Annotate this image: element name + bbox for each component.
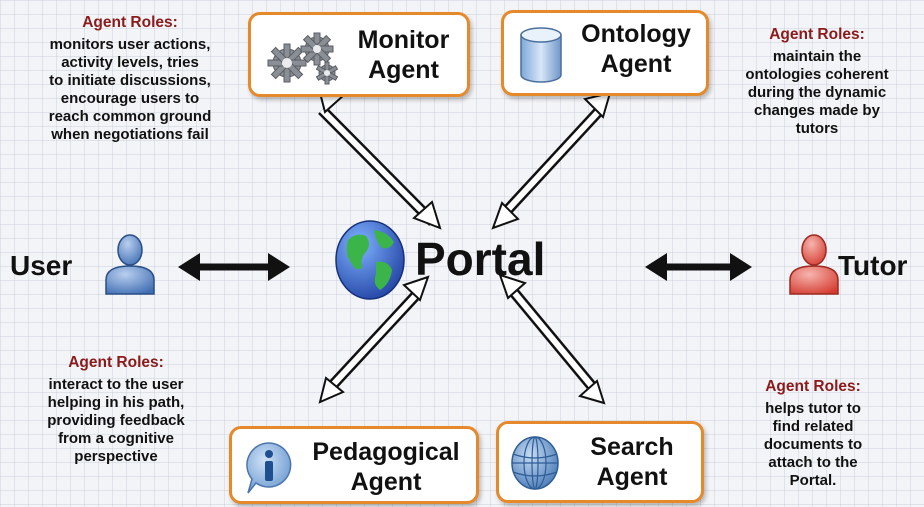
search-roles-line: helps tutor to <box>765 400 861 417</box>
ontology-roles-line: tutors <box>795 120 839 137</box>
ontology-roles-line: changes made by <box>754 102 880 119</box>
monitor-roles: Agent Roles: monitors user actions, acti… <box>2 14 258 144</box>
pedagogical-agent-box: Pedagogical Agent <box>229 426 479 504</box>
arrow-portal-search <box>498 273 606 405</box>
ontology-roles-line: maintain the <box>772 48 862 65</box>
ontology-roles-title: Agent Roles: <box>769 26 865 43</box>
pedagogical-roles-line: providing feedback <box>47 412 185 429</box>
search-roles-line: find related <box>772 418 854 435</box>
ontology-agent-title-line2: Agent <box>600 50 672 78</box>
search-roles: Agent Roles: helps tutor to find related… <box>718 378 908 490</box>
search-roles-line: documents to <box>763 436 863 453</box>
gears-icon <box>267 32 339 85</box>
user-label: User <box>10 250 73 281</box>
tutor-person-icon <box>789 234 839 295</box>
monitor-roles-line: reach common ground <box>48 108 212 125</box>
portal-label: Portal <box>415 233 546 285</box>
pedagogical-agent-title-line1: Pedagogical <box>312 438 460 466</box>
monitor-agent-title-line2: Agent <box>368 56 439 84</box>
monitor-agent-title-line1: Monitor <box>357 26 450 54</box>
monitor-roles-line: to initiate discussions, <box>49 72 211 89</box>
info-icon <box>246 442 292 494</box>
monitor-roles-line: activity levels, tries <box>61 54 199 71</box>
pedagogical-roles-title: Agent Roles: <box>68 354 164 371</box>
pedagogical-roles-line: interact to the user <box>48 376 184 393</box>
ontology-roles-line: during the dynamic <box>747 84 887 101</box>
pedagogical-roles-line: from a cognitive <box>58 430 174 447</box>
user-person-icon <box>105 234 155 295</box>
ontology-roles-line: ontologies coherent <box>745 66 889 83</box>
pedagogical-roles-line: perspective <box>74 448 158 465</box>
ontology-roles: Agent Roles: maintain the ontologies coh… <box>712 26 922 138</box>
monitor-agent-box: Monitor Agent <box>248 12 470 97</box>
search-roles-line: attach to the <box>768 454 858 471</box>
search-agent-title-line2: Agent <box>596 463 668 491</box>
search-agent-box: Search Agent <box>496 421 704 503</box>
arrow-portal-ontology <box>491 91 612 230</box>
search-roles-title: Agent Roles: <box>765 378 861 395</box>
arrow-portal-monitor <box>316 83 442 230</box>
arrow-user-portal <box>178 253 290 281</box>
search-agent-title-line1: Search <box>590 433 674 461</box>
ontology-agent-box: Ontology Agent <box>501 10 709 96</box>
arrow-portal-tutor <box>645 253 752 281</box>
pedagogical-roles: Agent Roles: interact to the user helpin… <box>2 354 230 466</box>
monitor-roles-line: encourage users to <box>60 90 200 107</box>
monitor-roles-line: monitors user actions, <box>49 36 211 53</box>
ontology-agent-title-line1: Ontology <box>581 20 691 48</box>
database-icon <box>520 27 562 83</box>
search-roles-line: Portal. <box>789 472 837 489</box>
pedagogical-agent-title-line2: Agent <box>350 468 422 496</box>
monitor-roles-title: Agent Roles: <box>82 14 178 31</box>
globe-search-icon <box>511 436 559 490</box>
pedagogical-roles-line: helping in his path, <box>47 394 185 411</box>
monitor-roles-line: when negotiations fail <box>51 126 209 143</box>
tutor-label: Tutor <box>838 250 908 281</box>
arrow-portal-pedagogical <box>318 275 430 404</box>
globe-icon <box>335 220 405 300</box>
